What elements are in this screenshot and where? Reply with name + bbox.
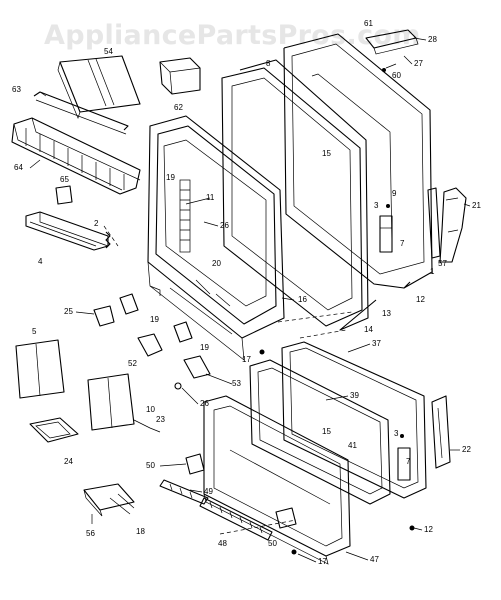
part-22-freezer-handle <box>431 395 451 469</box>
label-19-upper: 19 <box>166 173 175 182</box>
label-56: 56 <box>86 529 95 538</box>
label-9: 9 <box>392 189 397 198</box>
label-60: 60 <box>392 71 401 80</box>
part-5-divider <box>15 339 65 399</box>
part-9-hinge-upper <box>379 204 393 253</box>
part-50-bracket-b <box>275 507 297 529</box>
label-19-lower: 19 <box>200 343 209 352</box>
label-5: 5 <box>32 327 37 336</box>
label-27: 27 <box>414 59 423 68</box>
part-7-hinge-lower <box>397 434 411 481</box>
part-23-wire <box>133 419 161 433</box>
part-21-handle <box>439 187 467 263</box>
part-labels: 54 62 63 64 65 2 4 19 11 26 8 15 61 28 2… <box>12 19 481 566</box>
label-19-mid: 19 <box>150 315 159 324</box>
part-19-bracket <box>119 293 139 315</box>
label-18: 18 <box>136 527 145 536</box>
label-39: 39 <box>350 391 359 400</box>
label-4: 4 <box>38 257 43 266</box>
part-17-screw-b <box>291 549 297 555</box>
label-12-lower: 12 <box>424 525 433 534</box>
label-21: 21 <box>472 201 481 210</box>
part-14-gasket <box>221 67 363 327</box>
label-61: 61 <box>364 19 373 28</box>
part-2-spring <box>103 225 119 249</box>
part-16-door-liner <box>147 115 285 361</box>
label-16: 16 <box>298 295 307 304</box>
part-48-gasket-strip <box>199 497 273 541</box>
label-3-upper: 3 <box>374 201 379 210</box>
part-64-door-bin <box>11 117 141 195</box>
label-7-upper: 7 <box>400 239 405 248</box>
part-49-gasket-strip <box>159 479 209 505</box>
label-15-lower: 15 <box>322 427 331 436</box>
part-17-screw <box>259 349 265 355</box>
label-3-lower: 3 <box>394 429 399 438</box>
part-52-bracket <box>137 333 163 357</box>
label-1: 1 <box>430 267 435 276</box>
label-7-lower: 7 <box>406 457 411 466</box>
label-2: 2 <box>94 219 99 228</box>
part-50-bracket <box>185 453 205 475</box>
part-60-screw <box>382 68 386 72</box>
label-8: 8 <box>266 59 271 68</box>
part-4-door-rail <box>25 211 109 251</box>
part-18-cover <box>83 483 135 517</box>
label-50-left: 50 <box>146 461 155 470</box>
part-39-freezer-panel <box>249 359 391 505</box>
part-63-wire-rod <box>33 91 129 135</box>
label-17-lower: 17 <box>318 557 327 566</box>
label-62: 62 <box>174 103 183 112</box>
part-53-bracket <box>183 355 211 379</box>
label-64: 64 <box>14 163 23 172</box>
part-12-screw <box>409 525 415 531</box>
label-52: 52 <box>128 359 137 368</box>
leader-lines <box>29 37 471 563</box>
label-12-upper: 12 <box>416 295 425 304</box>
label-11: 11 <box>206 193 215 202</box>
label-25: 25 <box>64 307 73 316</box>
part-13-outer-gasket <box>239 59 377 331</box>
label-23: 23 <box>156 415 165 424</box>
part-25-bracket <box>93 305 115 327</box>
label-20: 20 <box>212 259 221 268</box>
label-26-lower: 26 <box>200 399 209 408</box>
label-15-upper: 15 <box>322 149 331 158</box>
label-41: 41 <box>348 441 357 450</box>
part-65-clip <box>55 185 73 205</box>
label-49: 49 <box>204 487 213 496</box>
label-54: 54 <box>104 47 113 56</box>
part-37-freezer-gasket <box>281 341 427 499</box>
watermark-text: AppliancePartsPros.com <box>44 20 421 51</box>
label-10: 10 <box>146 405 155 414</box>
label-63: 63 <box>12 85 21 94</box>
label-14: 14 <box>364 325 373 334</box>
label-17-upper: 17 <box>242 355 251 364</box>
label-65: 65 <box>60 175 69 184</box>
label-24: 24 <box>64 457 73 466</box>
part-62-small-bin <box>159 57 201 95</box>
label-57: 57 <box>438 259 447 268</box>
alignment-lines <box>219 311 353 535</box>
label-26-upper: 26 <box>220 221 229 230</box>
label-37: 37 <box>372 339 381 348</box>
part-1-outer-door-panel <box>283 33 433 289</box>
label-50-right: 50 <box>268 539 277 548</box>
part-19-bracket-b <box>173 321 193 343</box>
label-53: 53 <box>232 379 241 388</box>
part-57-handle-trim <box>427 187 441 259</box>
part-26-screw <box>174 382 182 390</box>
part-10-divider <box>87 373 135 431</box>
label-22: 22 <box>462 445 471 454</box>
part-54-shelf-cover <box>57 55 141 119</box>
label-47: 47 <box>370 555 379 564</box>
label-48: 48 <box>218 539 227 548</box>
part-24-tray <box>29 417 79 443</box>
label-28: 28 <box>428 35 437 44</box>
label-13: 13 <box>382 309 391 318</box>
